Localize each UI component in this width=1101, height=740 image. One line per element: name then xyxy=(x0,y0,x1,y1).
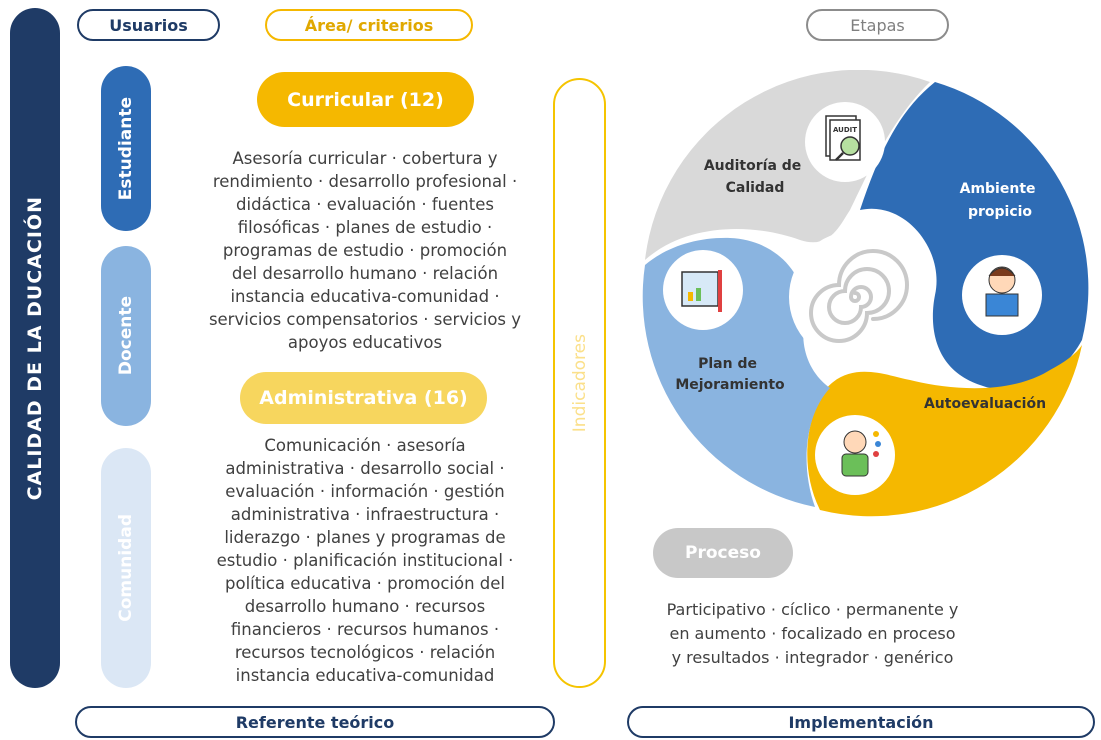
administrativa-line: estudio · planificación institucional · xyxy=(216,551,514,570)
curricular-line: del desarrollo humano · relación xyxy=(231,264,499,283)
curricular-line: filosóficas · planes de estudio · xyxy=(237,218,493,237)
spiral-icon xyxy=(809,249,909,343)
curricular-line: didáctica · evaluación · fuentes xyxy=(236,195,494,214)
user-bar-estudiante: Estudiante xyxy=(101,66,151,231)
proceso-text: Participativo · cíclico · permanente y e… xyxy=(625,598,1000,670)
stage-label-plan-2: Mejoramiento xyxy=(675,377,785,393)
administrativa-line: instancia educativa-comunidad xyxy=(235,666,495,685)
curricular-text: Asesoría curricular · cobertura y rendim… xyxy=(180,147,550,354)
curricular-line: Asesoría curricular · cobertura y xyxy=(232,149,498,168)
administrativa-line: liderazgo · planes y programas de xyxy=(224,528,506,547)
stage-label-ambiente-1: Ambiente xyxy=(960,181,1036,197)
indicadores-label: Indicadores xyxy=(569,333,590,433)
proceso-badge: Proceso xyxy=(653,528,793,578)
proceso-line: Participativo · cíclico · permanente y xyxy=(666,600,959,619)
main-title-bar: CALIDAD DE LA DUCACIÓN xyxy=(10,8,60,688)
user-label-estudiante: Estudiante xyxy=(116,96,136,201)
administrativa-line: política educativa · promoción del xyxy=(225,574,505,593)
user-bar-docente: Docente xyxy=(101,246,151,426)
curricular-line: programas de estudio · promoción xyxy=(222,241,508,260)
teacher-icon xyxy=(841,430,881,477)
administrativa-line: financieros · recursos humanos · xyxy=(230,620,500,639)
footer-implementacion: Implementación xyxy=(627,706,1095,738)
main-title: CALIDAD DE LA DUCACIÓN xyxy=(24,195,46,501)
user-label-comunidad: Comunidad xyxy=(116,514,136,622)
header-area-criterios: Área/ criterios xyxy=(265,9,473,41)
header-usuarios: Usuarios xyxy=(77,9,220,41)
curricular-line: servicios compensatorios · servicios y xyxy=(208,310,522,329)
stage-label-auditoria-2: Calidad xyxy=(726,180,785,196)
stage-label-auditoria-1: Auditoría de xyxy=(704,158,801,174)
administrativa-line: administrativa · desarrollo social · xyxy=(225,459,505,478)
curricular-line: instancia educativa-comunidad · xyxy=(230,287,500,306)
svg-text:Auditoría de Calidad: Auditoría de Calidad xyxy=(704,158,806,196)
audit-icon: AUDIT xyxy=(825,115,861,161)
student-reading-icon xyxy=(985,266,1019,317)
administrativa-line: evaluación · información · gestión xyxy=(225,482,505,501)
stage-label-autoevaluacion: Autoevaluación xyxy=(924,396,1046,412)
indicadores-bar: Indicadores xyxy=(553,78,606,688)
curricular-line: rendimiento · desarrollo profesional · xyxy=(212,172,518,191)
audit-icon-text: AUDIT xyxy=(833,126,857,134)
administrativa-line: desarrollo humano · recursos xyxy=(244,597,486,616)
administrativa-badge: Administrativa (16) xyxy=(240,372,487,424)
header-etapas: Etapas xyxy=(806,9,949,41)
stage-label-ambiente-2: propicio xyxy=(968,204,1032,220)
svg-text:Plan de Mejoramiento: Plan de Mejoramiento xyxy=(675,356,785,393)
curricular-line: apoyos educativos xyxy=(287,333,443,352)
curricular-badge: Curricular (12) xyxy=(257,72,474,127)
administrativa-line: recursos tecnológicos · relación xyxy=(234,643,496,662)
footer-referente-teorico: Referente teórico xyxy=(75,706,555,738)
user-bar-comunidad: Comunidad xyxy=(101,448,151,688)
center-circle xyxy=(789,231,921,363)
administrativa-line: administrativa · infraestructura · xyxy=(230,505,500,524)
user-label-docente: Docente xyxy=(116,296,136,376)
proceso-line: y resultados · integrador · genérico xyxy=(671,648,954,667)
stage-label-plan-1: Plan de xyxy=(698,356,757,372)
stages-cycle-diagram: AUDIT Auditoría de Calidad Ambiente prop… xyxy=(642,70,1089,517)
svg-text:Ambiente propicio: Ambiente propicio xyxy=(960,181,1041,220)
administrativa-line: Comunicación · asesoría xyxy=(264,436,466,455)
plan-board-icon xyxy=(681,270,722,312)
proceso-line: en aumento · focalizado en proceso xyxy=(669,624,956,643)
administrativa-text: Comunicación · asesoría administrativa ·… xyxy=(180,434,550,687)
